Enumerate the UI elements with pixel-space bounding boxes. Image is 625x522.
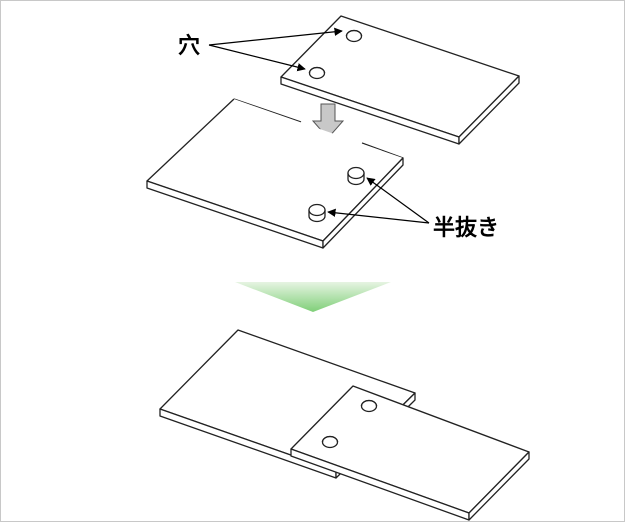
hole-arrow-upper xyxy=(208,27,343,46)
middle-plate-face xyxy=(147,99,403,241)
half-punch-boss-upper xyxy=(347,166,365,186)
hole-pointer-arrows xyxy=(208,27,343,72)
top-plate-with-holes xyxy=(280,15,520,145)
assembled-plates xyxy=(159,329,530,521)
bottom-front-plate-side-edge xyxy=(468,451,530,521)
assembled-hole-lower xyxy=(321,435,339,449)
hole-lower xyxy=(308,66,326,80)
half-punch-label: 半抜き xyxy=(433,216,499,241)
middle-plate-back-edge-right xyxy=(361,142,404,159)
half-punch-pointer-arrows xyxy=(327,177,430,224)
hole-upper xyxy=(345,29,363,43)
assembled-hole-upper xyxy=(360,399,378,413)
middle-plate-side-edge xyxy=(322,157,404,249)
top-plate-side-edge xyxy=(458,75,520,145)
hole-arrow-lower xyxy=(208,44,306,72)
result-arrow-triangle xyxy=(235,282,391,312)
half-punch-boss-lower xyxy=(308,203,326,223)
hole-label: 穴 xyxy=(178,33,200,59)
middle-plate-half-punch xyxy=(146,98,404,249)
middle-plate-back-edge-left xyxy=(233,98,302,123)
half-punch-arrow-lower xyxy=(327,208,430,224)
half-punch-arrow-upper xyxy=(366,177,430,224)
